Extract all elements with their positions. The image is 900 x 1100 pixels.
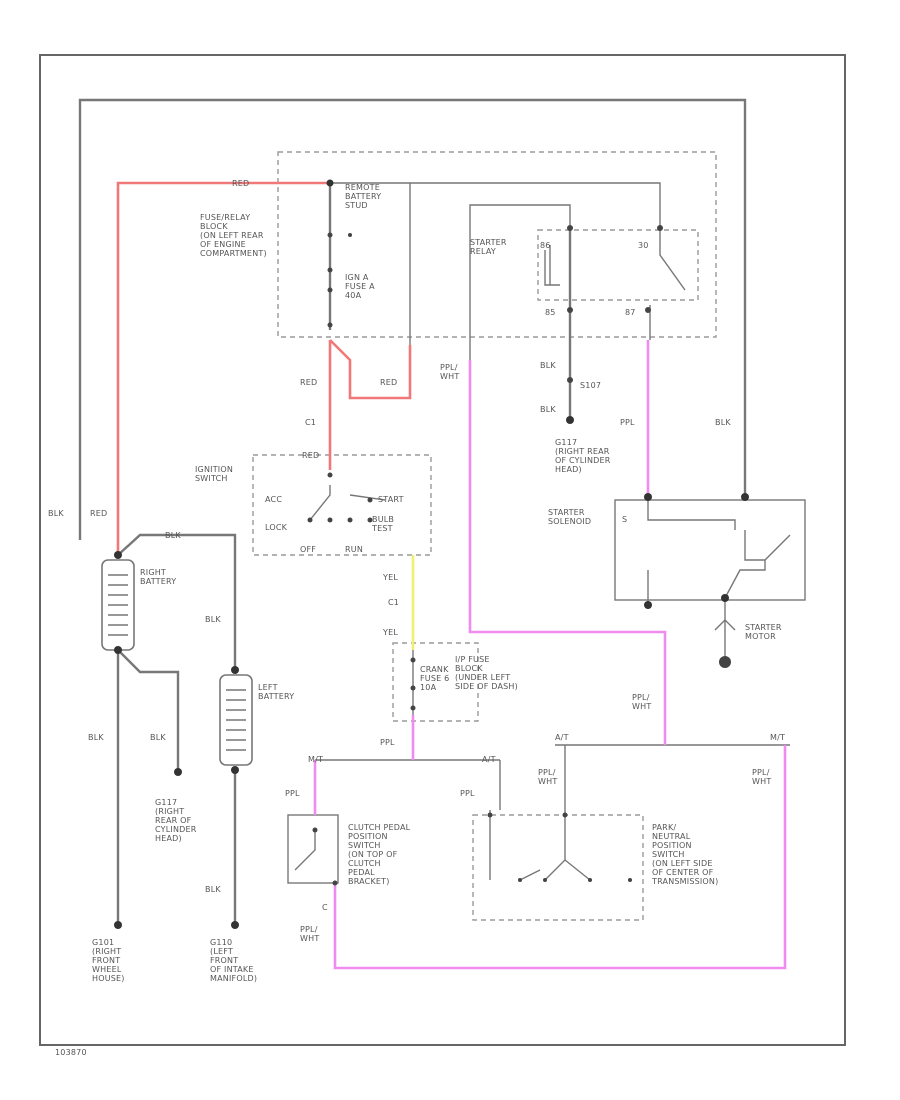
wire-pink-bottom [333, 745, 787, 970]
label-blk-mid: BLK [205, 615, 221, 624]
park-neutral-switch-box [472, 814, 644, 921]
junction-dots [114, 179, 749, 929]
relay-coil-symbol [544, 245, 560, 286]
wire-stud-bus [330, 182, 411, 345]
label-blk-relay: BLK [540, 361, 556, 370]
label-ppl-wht-a: PPL/WHT [538, 768, 557, 786]
label-yel-top: YEL [382, 573, 398, 582]
wire-battery-to-solenoid-top [78, 98, 747, 540]
relay-contact-symbol [649, 228, 686, 340]
label-blk-left: BLK [48, 509, 64, 518]
label-blk-lower3: BLK [205, 885, 221, 894]
clutch-switch-box [287, 814, 339, 884]
label-ppl-wht-top: PPL/WHT [440, 363, 459, 381]
label-c-pin: C [322, 903, 328, 912]
label-run: RUN [345, 545, 363, 554]
label-ppl-pn: PPL [460, 789, 475, 798]
left-battery [219, 674, 253, 766]
label-s-pin: S [622, 515, 627, 524]
label-s107: S107 [580, 381, 601, 390]
label-blk-top: BLK [165, 531, 181, 540]
label-yel-bot: YEL [382, 628, 398, 637]
label-acc: ACC [265, 495, 282, 504]
label-pin-30: 30 [638, 241, 649, 250]
label-red-top: RED [232, 179, 249, 188]
label-ppl-wht-c: PPL/WHT [300, 925, 319, 943]
label-footer: 103870 [55, 1048, 87, 1057]
label-pin-85: 85 [545, 308, 556, 317]
starter-relay-box [537, 229, 699, 301]
label-blk-lower1: BLK [88, 733, 104, 742]
label-c1-b: C1 [388, 598, 399, 607]
label-pin-87: 87 [625, 308, 636, 317]
label-start: START [378, 495, 404, 504]
label-red-left2: RED [90, 509, 107, 518]
label-ppl-right: PPL [620, 418, 635, 427]
diagram-frame [39, 54, 846, 1046]
wire-relay-coil-top [469, 204, 571, 360]
solenoid-motor-link [724, 560, 766, 599]
label-ppl-wht-b: PPL/WHT [752, 768, 771, 786]
ignition-switch-contact [309, 485, 386, 521]
label-blk-relay2: BLK [540, 405, 556, 414]
label-ppl-mid: PPL [380, 738, 395, 747]
ignition-switch-box [252, 454, 432, 556]
wire-relay-top [410, 182, 661, 228]
wire-red-battery [116, 181, 330, 555]
starter-solenoid-box [614, 499, 806, 601]
label-red-ign: RED [302, 451, 319, 460]
starter-motor-symbol [714, 619, 736, 668]
wire-pink-relay-to-at [468, 360, 667, 745]
label-blk-right: BLK [715, 418, 731, 427]
label-mt-a: M/T [308, 755, 323, 764]
fuse-relay-block-box [277, 151, 717, 338]
label-ppl-clutch: PPL [285, 789, 300, 798]
label-at-b: A/T [555, 733, 569, 742]
wire-right-to-left-battery [117, 533, 237, 670]
label-red-left: RED [300, 378, 317, 387]
label-ppl-wht-mid: PPL/WHT [632, 693, 651, 711]
label-lock: LOCK [265, 523, 288, 532]
pnp-switch-contacts [519, 820, 591, 881]
wire-solenoid-internal [647, 500, 736, 530]
right-battery [101, 559, 135, 651]
label-blk-lower2: BLK [150, 733, 166, 742]
clutch-switch-contact [294, 830, 316, 871]
solenoid-contact [744, 530, 791, 561]
label-mt-b: M/T [770, 733, 785, 742]
label-pin-86: 86 [540, 241, 551, 250]
wire-red-ign-a [329, 339, 412, 400]
label-c1: C1 [305, 418, 316, 427]
label-at-a: A/T [482, 755, 496, 764]
label-red-mid: RED [380, 378, 397, 387]
wire-right-battery-g117 [117, 649, 180, 770]
label-off: OFF [300, 545, 316, 554]
